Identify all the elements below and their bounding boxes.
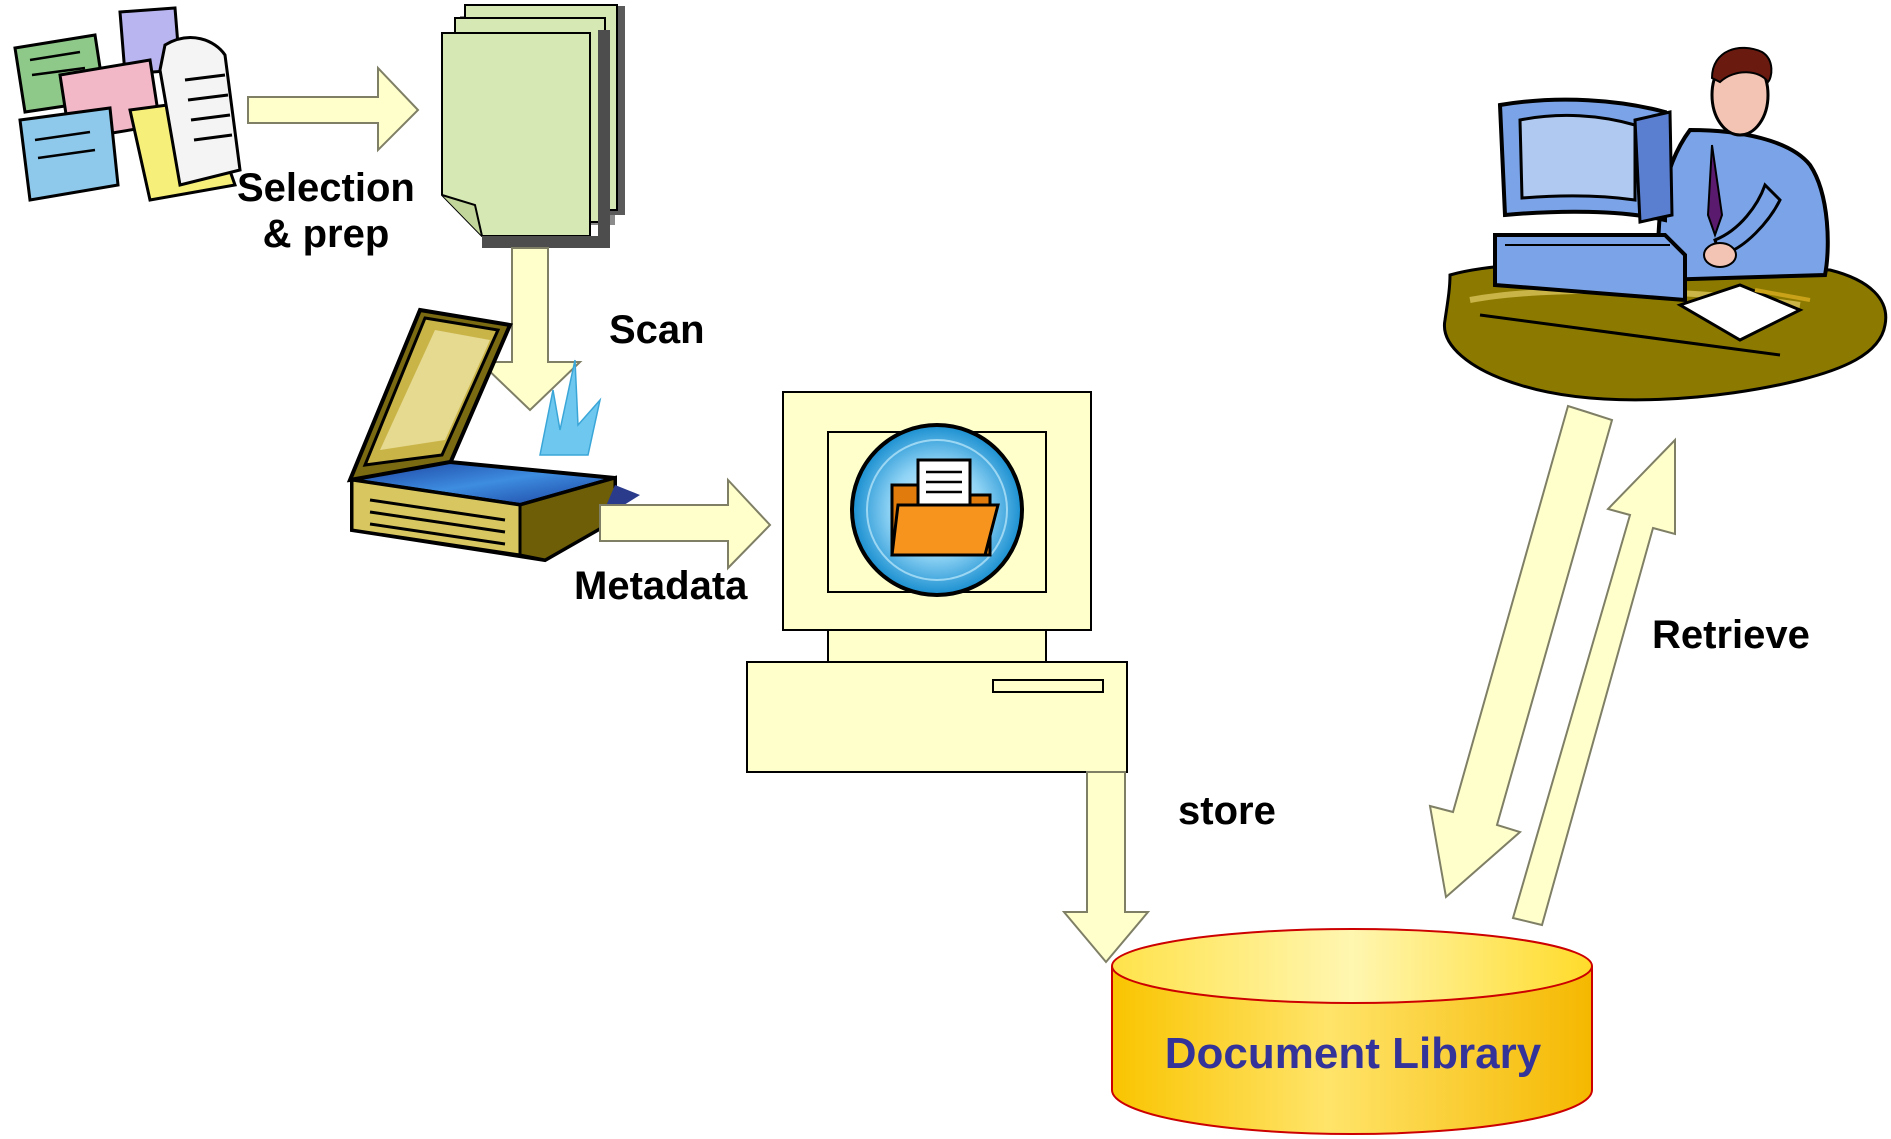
selection-label-line1: Selection xyxy=(237,166,415,210)
store-label: store xyxy=(1178,789,1276,833)
metadata-label: Metadata xyxy=(574,564,748,608)
arrow-store xyxy=(1061,771,1151,964)
disk-drive-slot xyxy=(992,679,1104,693)
scan-light-burst-icon xyxy=(539,359,602,456)
document-library-label: Document Library xyxy=(1164,1029,1542,1078)
arrow-metadata xyxy=(599,477,772,571)
arrow-deliver-to-library xyxy=(1428,404,1614,899)
prepared-pages-icon xyxy=(441,4,625,248)
scan-label: Scan xyxy=(609,308,705,352)
arrow-retrieve xyxy=(1511,437,1676,927)
computer-neck xyxy=(827,629,1047,663)
paper-pile-icon xyxy=(13,6,242,202)
arrow-selection xyxy=(247,65,420,153)
document-library-database-icon xyxy=(1111,928,1593,1135)
document-folder-icon xyxy=(850,423,1024,597)
retrieve-label: Retrieve xyxy=(1652,613,1810,657)
selection-prep-label: Selection & prep xyxy=(237,165,415,257)
arrow-scan xyxy=(477,247,583,412)
computer-base xyxy=(746,661,1128,773)
computer-icon xyxy=(746,391,1128,773)
user-at-desk-icon xyxy=(1442,46,1888,402)
selection-label-line2: & prep xyxy=(262,212,390,256)
flatbed-scanner-icon xyxy=(346,307,640,563)
